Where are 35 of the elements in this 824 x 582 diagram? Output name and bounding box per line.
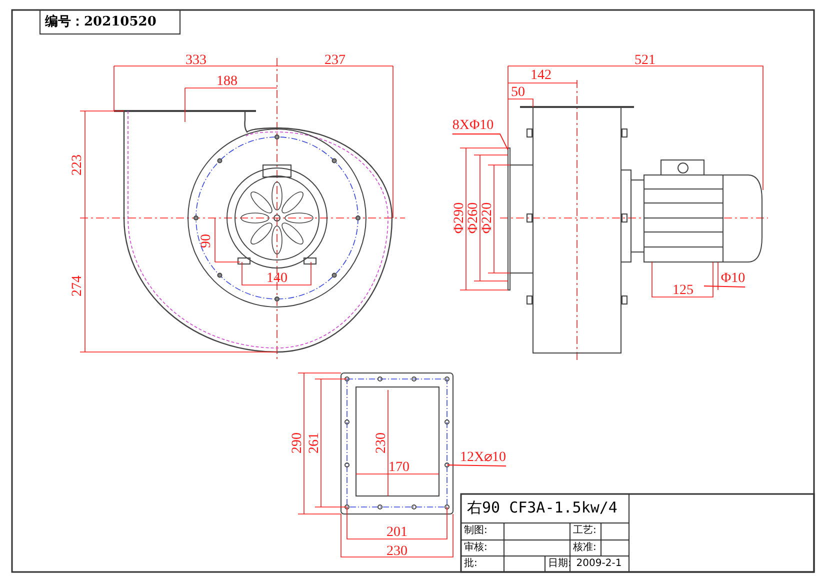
dimension-label: Φ260 (467, 202, 481, 234)
title-block-label: 日期: (548, 559, 572, 569)
title-block-label: 核准: (573, 543, 596, 553)
title-block-label: 批: (464, 559, 478, 569)
date-text: 2009-2-1 (576, 559, 622, 569)
model-designation: 右90 CF3A-1.5kw/4 (467, 500, 618, 516)
dimension-label: Φ290 (453, 202, 467, 234)
dimension-label: 125 (672, 284, 694, 298)
title-block-label: 制图: (464, 526, 488, 536)
callout-label: 8XΦ10 (452, 119, 494, 133)
dimension-label: 90 (200, 234, 214, 248)
dimension-label: 201 (386, 526, 408, 540)
dimension-label: Φ220 (481, 202, 495, 234)
dimension-label: 140 (266, 272, 288, 286)
leader-line (446, 464, 507, 466)
dimension-label: 521 (634, 54, 656, 68)
dimension-label: 333 (186, 54, 206, 68)
leader-line (452, 134, 508, 150)
leader-line (704, 286, 746, 288)
callout-label: 12X⌀10 (460, 451, 506, 465)
dimension-label: 290 (291, 432, 305, 454)
dimension-label: 230 (386, 545, 408, 559)
dimension-label: 142 (530, 69, 552, 83)
callout-label: Φ10 (720, 272, 746, 286)
dimension-label: 261 (308, 432, 322, 454)
dimension-label: 50 (511, 86, 525, 100)
dimension-label: 274 (71, 276, 85, 296)
title-block-label: 工艺: (573, 526, 596, 536)
dimension-label: 237 (324, 54, 346, 68)
title-block-label: 审核: (464, 543, 488, 553)
dimension-label: 230 (375, 432, 389, 454)
dimension-label: 170 (388, 461, 410, 475)
dimension-label: 188 (216, 75, 238, 89)
drawing-number: 编号：20210520 (45, 16, 156, 28)
dimension-label: 223 (71, 154, 85, 176)
